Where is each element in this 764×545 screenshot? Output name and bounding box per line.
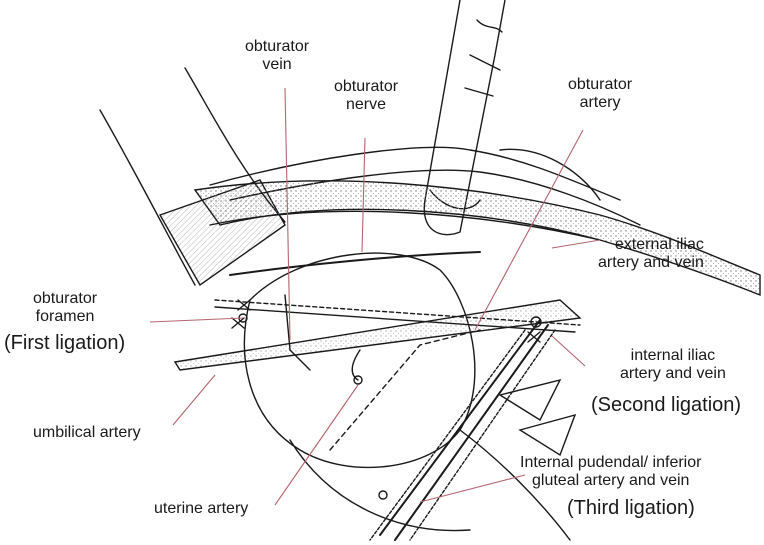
- label-external-iliac-line2: artery and vein: [598, 254, 704, 272]
- internal-iliac-vessels: [175, 300, 580, 370]
- label-obturator-artery-line1: obturator: [568, 76, 632, 94]
- label-obturator-vein: obturator vein: [245, 38, 309, 75]
- label-obturator-artery: obturator artery: [568, 76, 632, 113]
- label-internal-iliac: internal iliac artery and vein: [620, 347, 726, 384]
- label-second-ligation: (Second ligation): [591, 394, 741, 417]
- label-external-iliac: external iliac artery and vein: [598, 236, 704, 273]
- label-internal-iliac-line1: internal iliac: [620, 347, 726, 365]
- uterus: [244, 253, 474, 467]
- label-first-ligation: (First ligation): [4, 332, 125, 355]
- label-external-iliac-line1: external iliac: [598, 236, 704, 254]
- left-retractor: [100, 68, 285, 285]
- label-obturator-artery-line2: artery: [568, 94, 632, 112]
- label-obturator-foramen-line1: obturator: [33, 290, 97, 308]
- label-internal-iliac-line2: artery and vein: [620, 365, 726, 383]
- label-uterine-artery: uterine artery: [154, 500, 248, 518]
- leader-lines: [150, 88, 600, 505]
- label-obturator-nerve-line2: nerve: [334, 96, 398, 114]
- label-internal-pudendal: Internal pudendal/ inferior gluteal arte…: [520, 454, 701, 491]
- label-umbilical-artery: umbilical artery: [33, 424, 141, 442]
- label-obturator-vein-line2: vein: [245, 56, 309, 74]
- label-internal-pudendal-line2: gluteal artery and vein: [520, 472, 701, 490]
- label-internal-pudendal-line1: Internal pudendal/ inferior: [520, 454, 701, 472]
- label-obturator-foramen-line2: foramen: [33, 308, 97, 326]
- label-obturator-vein-line1: obturator: [245, 38, 309, 56]
- label-obturator-foramen: obturator foramen: [33, 290, 97, 327]
- label-third-ligation: (Third ligation): [567, 497, 695, 520]
- label-obturator-nerve: obturator nerve: [334, 78, 398, 115]
- internal-pudendal-vessels: [370, 320, 555, 540]
- obturator-nerve: [230, 252, 480, 275]
- label-obturator-nerve-line1: obturator: [334, 78, 398, 96]
